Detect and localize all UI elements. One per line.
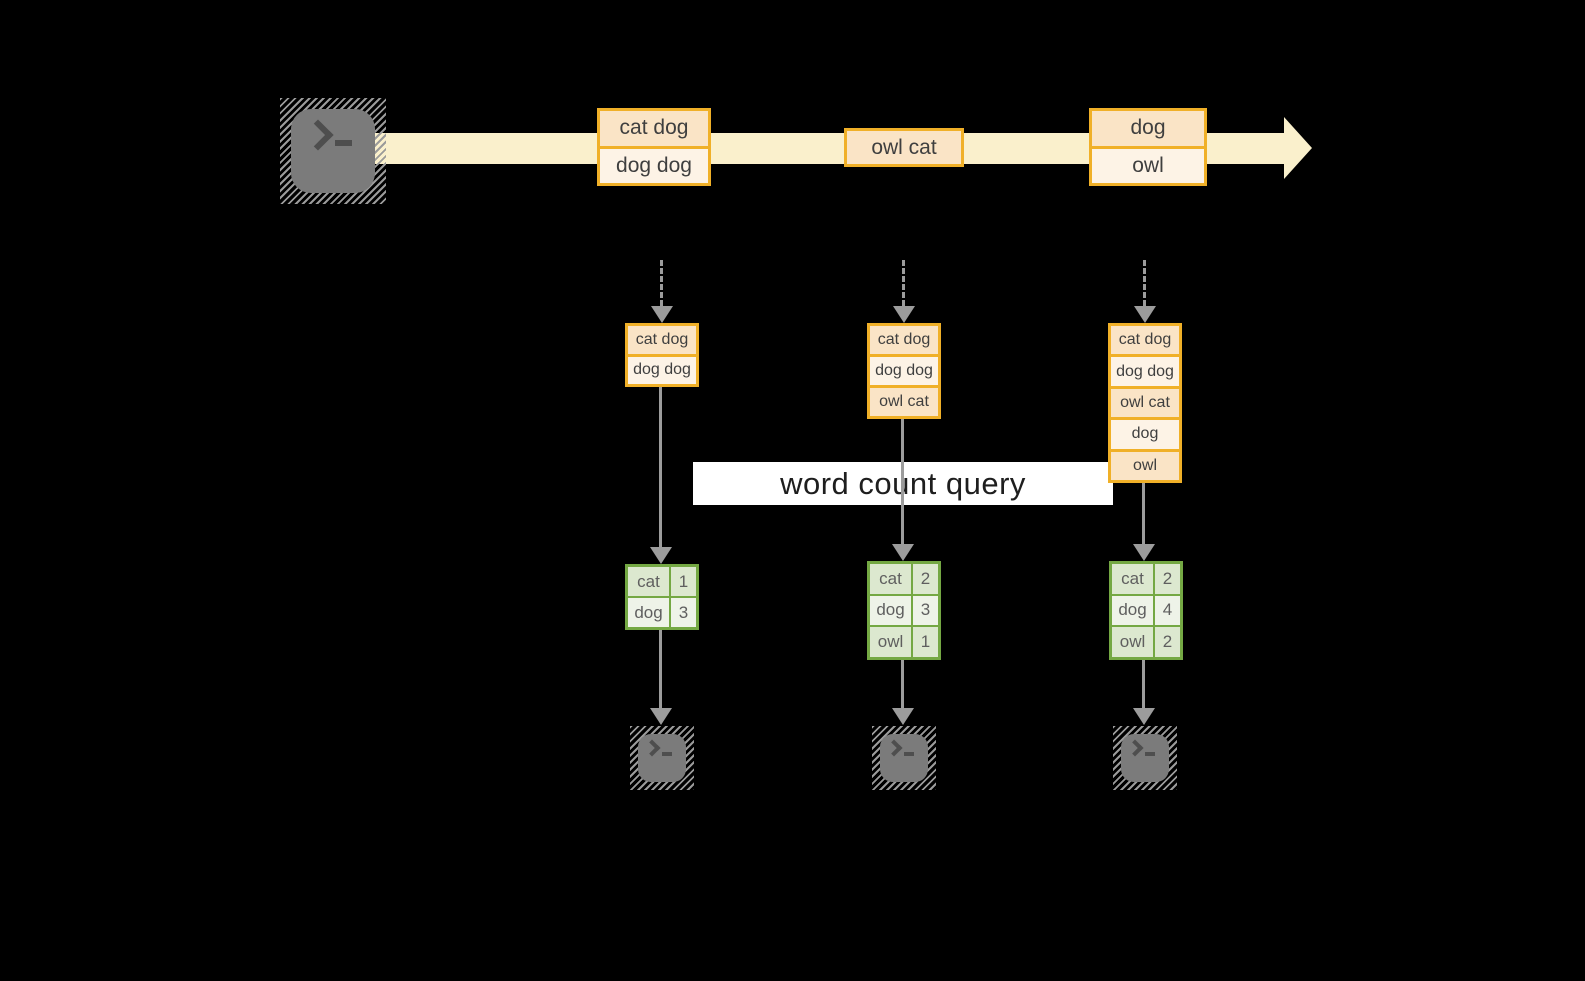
word-cell: owl (870, 627, 911, 657)
ingest-arrow-line (660, 260, 663, 306)
terminal-screen (638, 734, 686, 782)
prompt-chevron-icon (643, 739, 661, 757)
stream-event: owl (1092, 145, 1204, 183)
stream-event-batch-1: cat dog dog dog (597, 108, 711, 186)
count-cell: 3 (671, 598, 696, 627)
buffer-record: owl cat (870, 385, 938, 416)
output-arrow-line (659, 630, 662, 708)
sink-terminal-icon (872, 726, 936, 790)
buffer-record: dog dog (870, 354, 938, 385)
count-cell: 2 (1155, 564, 1180, 594)
ingest-arrow-head (651, 306, 673, 323)
prompt-chevron-icon (302, 119, 334, 151)
buffer-stack-2: cat dog dog dog owl cat (867, 323, 941, 419)
ingest-arrow-head (1134, 306, 1156, 323)
prompt-cursor-icon (662, 752, 672, 756)
output-arrow-line (1142, 660, 1145, 708)
output-arrow-head (892, 708, 914, 725)
prompt-cursor-icon (1145, 752, 1155, 756)
count-cell: 3 (913, 595, 938, 626)
buffer-record: owl (1111, 448, 1179, 481)
ingest-arrow-line (902, 260, 905, 306)
prompt-cursor-icon (904, 752, 914, 756)
source-terminal-icon (280, 98, 386, 204)
buffer-record: dog dog (1111, 354, 1179, 386)
terminal-screen (880, 734, 928, 782)
count-cell: 1 (913, 627, 938, 657)
buffer-record: cat dog (1111, 326, 1179, 355)
output-arrow-head (650, 708, 672, 725)
word-cell: cat (628, 567, 669, 596)
count-cell: 2 (1155, 627, 1180, 657)
sink-terminal-icon (630, 726, 694, 790)
result-table-2: cat 2 dog 3 owl 1 (867, 561, 941, 660)
word-cell: cat (1112, 564, 1153, 594)
buffer-record: owl cat (1111, 385, 1179, 418)
stream-event: dog (1092, 111, 1204, 146)
buffer-stack-1: cat dog dog dog (625, 323, 699, 387)
stream-event-batch-3: dog owl (1089, 108, 1207, 186)
query-arrow-head (650, 547, 672, 564)
prompt-cursor-icon (335, 140, 352, 146)
output-arrow-line (901, 660, 904, 708)
stream-event: owl cat (847, 131, 961, 164)
word-cell: owl (1112, 627, 1153, 657)
buffer-record: dog dog (628, 353, 696, 384)
stream-arrowhead (1284, 117, 1312, 179)
stream-event: cat dog (600, 111, 708, 146)
word-cell: dog (628, 598, 669, 627)
buffer-record: dog (1111, 417, 1179, 449)
result-table-1: cat 1 dog 3 (625, 564, 699, 630)
prompt-chevron-icon (1126, 739, 1144, 757)
query-arrow-head (1133, 544, 1155, 561)
buffer-record: cat dog (870, 326, 938, 354)
prompt-chevron-icon (885, 739, 903, 757)
output-arrow-head (1133, 708, 1155, 725)
result-table-3: cat 2 dog 4 owl 2 (1109, 561, 1183, 660)
stream-event: dog dog (600, 145, 708, 183)
query-arrow-line (901, 419, 904, 544)
terminal-screen (1121, 734, 1169, 782)
stream-event-batch-2: owl cat (844, 128, 964, 167)
count-cell: 1 (671, 567, 696, 596)
word-cell: dog (1112, 595, 1153, 626)
ingest-arrow-head (893, 306, 915, 323)
word-cell: dog (870, 595, 911, 626)
count-cell: 2 (913, 564, 938, 594)
terminal-screen (291, 109, 375, 193)
buffer-stack-3: cat dog dog dog owl cat dog owl (1108, 323, 1182, 483)
query-arrow-head (892, 544, 914, 561)
buffer-record: cat dog (628, 326, 696, 354)
ingest-arrow-line (1143, 260, 1146, 306)
sink-terminal-icon (1113, 726, 1177, 790)
word-cell: cat (870, 564, 911, 594)
query-arrow-line (1142, 483, 1145, 544)
query-arrow-line (659, 387, 662, 547)
count-cell: 4 (1155, 595, 1180, 626)
